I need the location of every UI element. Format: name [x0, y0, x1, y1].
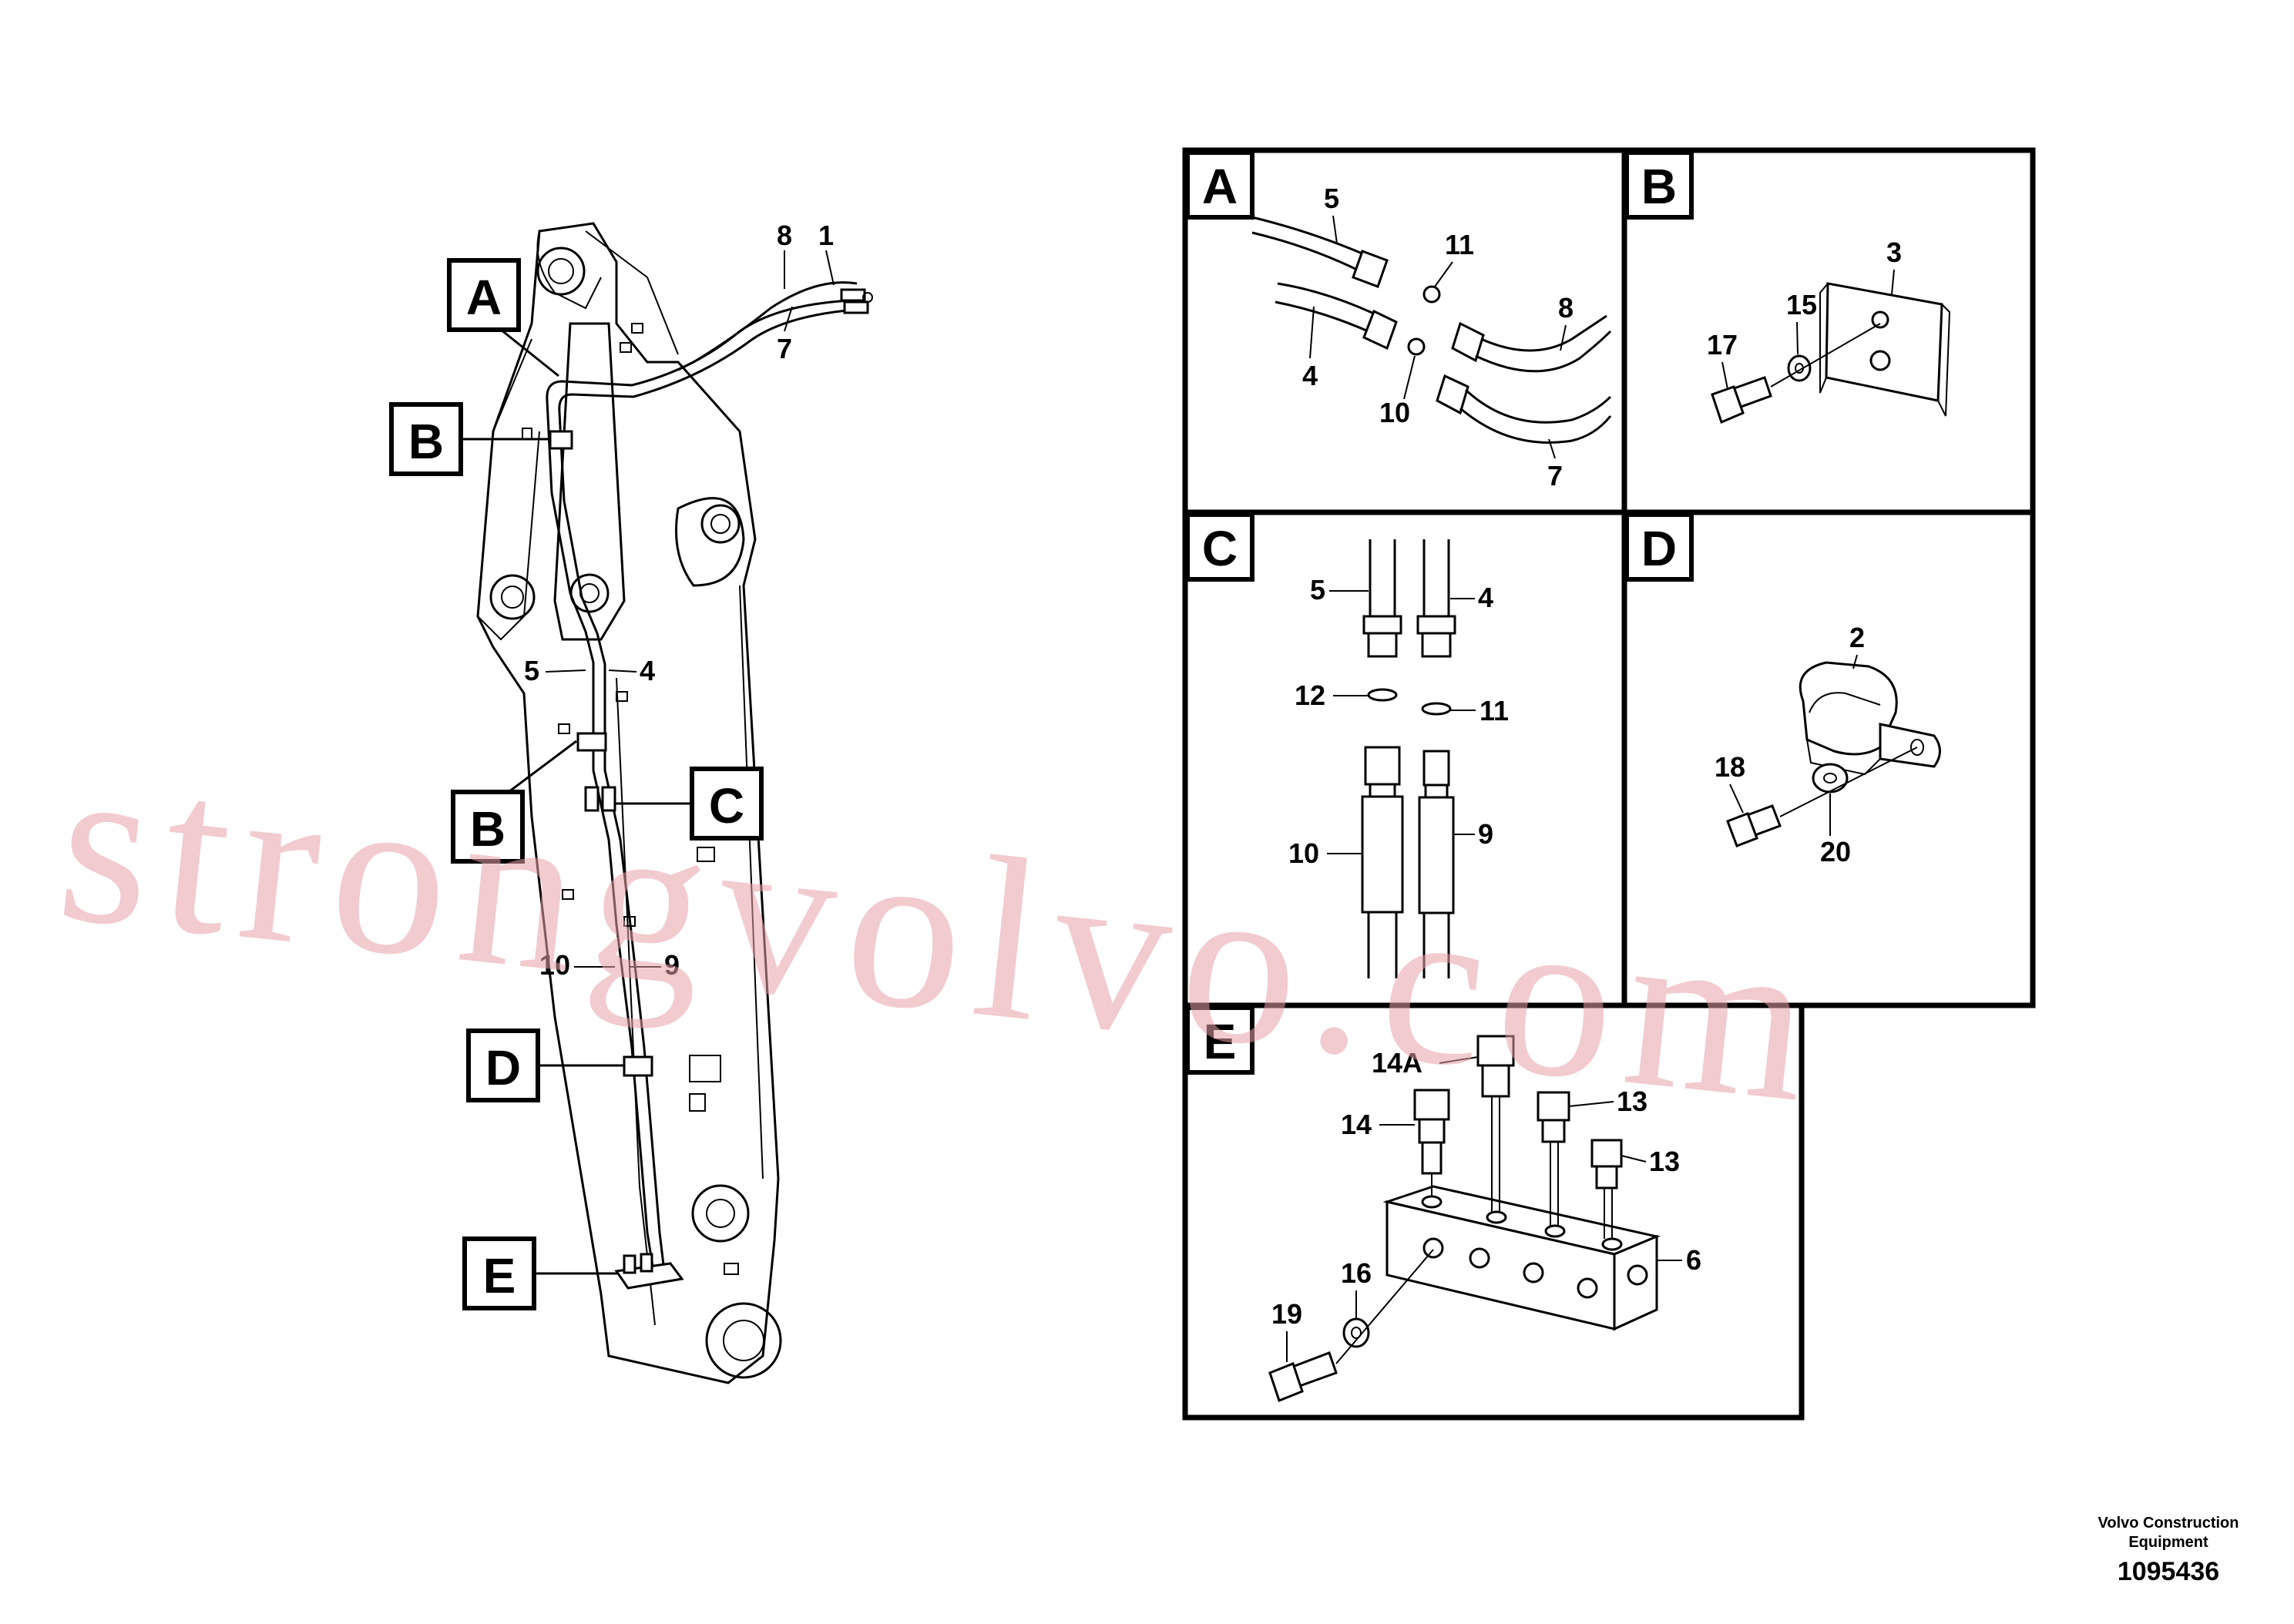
boom-callouts: A B B C D E — [389, 258, 764, 1310]
panel-e-number-19: 19 — [1271, 1298, 1302, 1330]
callout-b-lower: B — [451, 740, 577, 864]
svg-text:D: D — [485, 1040, 521, 1096]
panel-a-number-8: 8 — [1558, 292, 1574, 324]
panel-b-number-17: 17 — [1707, 329, 1738, 361]
panel-d-number-20: 20 — [1820, 836, 1851, 867]
panel-d-number-2: 2 — [1849, 622, 1865, 653]
boom-number-8: 8 — [777, 220, 792, 251]
panel-b-label: B — [1641, 159, 1677, 214]
panel-c-number-12: 12 — [1295, 679, 1325, 711]
detail-panel-c: C 5 4 12 11 10 9 — [1185, 512, 1509, 978]
panel-a-number-10: 10 — [1379, 397, 1410, 428]
boom-number-5: 5 — [524, 655, 539, 686]
boom-number-1: 1 — [818, 220, 834, 251]
detail-panel-d: D 2 18 20 — [1624, 512, 1941, 867]
panel-a-number-7: 7 — [1547, 460, 1563, 492]
boom-part-numbers: 8 1 7 5 4 10 9 — [524, 220, 835, 981]
panel-a-number-4: 4 — [1302, 360, 1318, 391]
panel-e-number-14: 14 — [1341, 1109, 1372, 1140]
detail-panel-a: A 5 11 8 4 10 7 — [1185, 150, 1612, 492]
panel-e-label: E — [1204, 1014, 1237, 1069]
panel-e-number-14a: 14A — [1372, 1047, 1422, 1079]
boom-number-4: 4 — [640, 655, 655, 686]
panel-a-number-11: 11 — [1445, 229, 1474, 260]
callout-a: A — [447, 258, 559, 377]
panel-b-number-3: 3 — [1886, 237, 1902, 268]
callout-e: E — [462, 1236, 618, 1310]
panel-d-number-18: 18 — [1715, 751, 1745, 783]
panel-c-number-9: 9 — [1478, 818, 1493, 850]
svg-text:B: B — [470, 801, 505, 857]
panel-e-number-13-upper: 13 — [1617, 1085, 1647, 1117]
panel-b-number-15: 15 — [1786, 289, 1817, 320]
svg-text:C: C — [709, 778, 744, 834]
svg-text:B: B — [408, 414, 444, 469]
panel-c-number-11: 11 — [1480, 695, 1509, 726]
callout-b-upper: B — [389, 402, 549, 476]
boom-number-9: 9 — [664, 949, 680, 981]
panel-d-label: D — [1641, 521, 1677, 576]
watermark-text: strongvolvo.com — [49, 712, 1834, 1152]
panel-c-number-5: 5 — [1310, 574, 1325, 606]
panel-c-label: C — [1202, 521, 1238, 576]
panel-a-label: A — [1202, 159, 1238, 214]
detail-panel-e: E — [1185, 1005, 1701, 1402]
company-name-line1: Volvo Construction — [2098, 1515, 2239, 1532]
panel-e-number-16: 16 — [1341, 1257, 1372, 1289]
callout-d: D — [466, 1028, 624, 1102]
boom-drawing — [476, 222, 873, 1384]
svg-text:A: A — [466, 270, 502, 325]
detail-panel-b: B 3 15 17 — [1624, 150, 1951, 424]
panel-e-number-6: 6 — [1686, 1244, 1701, 1276]
drawing-number: 1095436 — [2118, 1557, 2219, 1586]
footer-block: Volvo Construction Equipment 1095436 — [2098, 1515, 2239, 1586]
boom-number-10: 10 — [539, 949, 570, 981]
svg-text:E: E — [483, 1248, 516, 1304]
panel-e-number-13-lower: 13 — [1649, 1146, 1680, 1177]
panel-c-number-10: 10 — [1288, 837, 1319, 869]
boom-number-7: 7 — [777, 333, 792, 364]
company-name-line2: Equipment — [2128, 1534, 2208, 1551]
callout-c: C — [615, 767, 764, 841]
panel-a-number-5: 5 — [1324, 183, 1339, 214]
panel-c-number-4: 4 — [1478, 582, 1493, 613]
